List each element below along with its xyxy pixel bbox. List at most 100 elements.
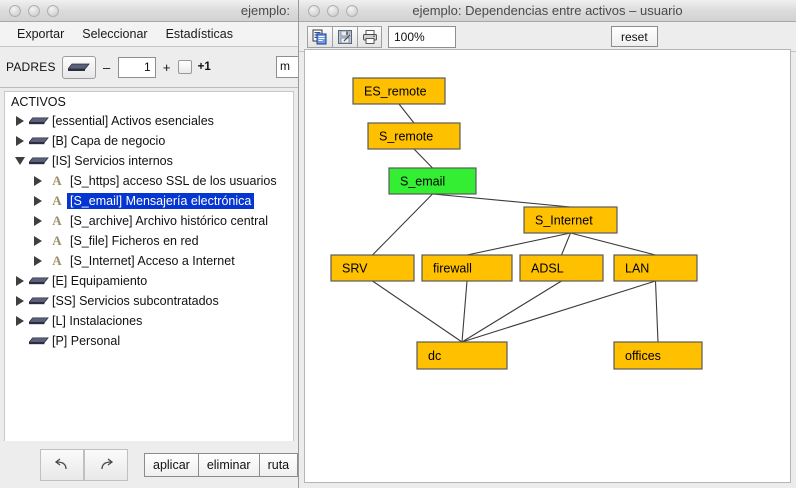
depth-increment-button[interactable]: + xyxy=(162,59,171,75)
tree-row[interactable]: [E] Equipamiento xyxy=(5,271,293,291)
tree-row-label: [S_file] Ficheros en red xyxy=(70,234,199,248)
copy-pages-icon xyxy=(312,29,327,44)
chevron-right-icon[interactable] xyxy=(11,276,28,286)
graph-toolbar: 100% reset xyxy=(299,22,796,52)
graph-node[interactable]: S_remote xyxy=(367,122,461,150)
right-window-titlebar: ejemplo: Dependencias entre activos – us… xyxy=(299,0,796,22)
chevron-right-icon[interactable] xyxy=(29,256,46,266)
zoom-icon[interactable] xyxy=(47,4,59,17)
graph-node-box[interactable] xyxy=(421,254,513,282)
asset-a-icon: A xyxy=(52,253,62,268)
close-icon[interactable] xyxy=(308,4,320,17)
right-window-title: ejemplo: Dependencias entre activos – us… xyxy=(412,3,683,18)
left-window-traffic-lights[interactable] xyxy=(0,4,59,17)
chevron-down-icon[interactable] xyxy=(11,157,28,165)
save-floppy-icon xyxy=(338,29,352,44)
graph-node[interactable]: ES_remote xyxy=(352,77,446,105)
zoom-level-input[interactable]: 100% xyxy=(388,25,456,48)
asset-slab-icon xyxy=(29,277,49,285)
asset-slab-icon xyxy=(28,116,50,126)
assets-window: ejemplo: Exportar Seleccionar Estadístic… xyxy=(0,0,299,488)
asset-slab-icon-button[interactable] xyxy=(61,55,96,79)
graph-edge xyxy=(570,232,656,256)
redo-button[interactable] xyxy=(84,448,128,481)
tree-row[interactable]: A[S_file] Ficheros en red xyxy=(5,231,293,251)
depth-decrement-button[interactable]: – xyxy=(103,59,111,75)
graph-node-box[interactable] xyxy=(613,254,698,282)
chevron-right-icon[interactable] xyxy=(29,216,46,226)
assets-tree[interactable]: [essential] Activos esenciales [B] Capa d… xyxy=(5,111,293,351)
tree-row[interactable]: A[S_archive] Archivo histórico central xyxy=(5,211,293,231)
tree-row-label: [S_https] acceso SSL de los usuarios xyxy=(70,174,277,188)
tree-row[interactable]: [essential] Activos esenciales xyxy=(5,111,293,131)
graph-node[interactable]: S_Internet xyxy=(523,206,618,234)
graph-node-box[interactable] xyxy=(613,341,703,370)
tree-row[interactable]: [SS] Servicios subcontratados xyxy=(5,291,293,311)
tree-row[interactable]: A [S_Internet] Acceso a Internet xyxy=(5,251,293,271)
tree-row-label: [essential] Activos esenciales xyxy=(52,114,214,128)
tree-row-label: [S_Internet] Acceso a Internet xyxy=(70,254,235,268)
graph-edge xyxy=(372,280,463,343)
print-button[interactable] xyxy=(357,25,382,48)
graph-node[interactable]: SRV xyxy=(330,254,415,282)
graph-node[interactable]: S_email xyxy=(388,167,477,195)
tree-row[interactable]: [B] Capa de negocio xyxy=(5,131,293,151)
save-button[interactable] xyxy=(332,25,357,48)
chevron-right-icon[interactable] xyxy=(29,196,46,206)
depth-input[interactable]: 1 xyxy=(117,56,156,78)
chevron-right-icon[interactable] xyxy=(11,316,28,326)
chevron-right-icon[interactable] xyxy=(11,136,28,146)
minimize-icon[interactable] xyxy=(28,4,40,17)
graph-node-box[interactable] xyxy=(352,77,446,105)
graph-edge xyxy=(372,193,433,256)
ruta-button[interactable]: ruta xyxy=(258,452,298,477)
zoom-icon[interactable] xyxy=(346,4,358,17)
clipped-mode-field[interactable]: m xyxy=(276,56,298,78)
minimize-icon[interactable] xyxy=(327,4,339,17)
graph-node-box[interactable] xyxy=(330,254,415,282)
tree-row-label: [B] Capa de negocio xyxy=(52,134,166,148)
menu-seleccionar[interactable]: Seleccionar xyxy=(82,27,148,41)
asset-a-icon: A xyxy=(52,173,62,188)
copy-button[interactable] xyxy=(307,25,332,48)
graph-node-box[interactable] xyxy=(416,341,508,370)
graph-node-box[interactable] xyxy=(388,167,477,195)
asset-slab-icon xyxy=(29,137,49,145)
graph-node[interactable]: ADSL xyxy=(519,254,604,282)
tree-row[interactable]: [IS] Servicios internos xyxy=(5,151,293,171)
undo-icon xyxy=(54,457,67,469)
chevron-right-icon[interactable] xyxy=(11,296,28,306)
graph-node-label: dc xyxy=(428,349,441,363)
graph-node[interactable]: LAN xyxy=(613,254,698,282)
aplicar-button[interactable]: aplicar xyxy=(144,452,198,477)
reset-button[interactable]: reset xyxy=(611,26,658,47)
chevron-right-icon[interactable] xyxy=(11,116,28,126)
graph-node[interactable]: firewall xyxy=(421,254,513,282)
graph-node-label: firewall xyxy=(433,261,472,275)
undo-button[interactable] xyxy=(40,448,84,481)
right-window-traffic-lights[interactable] xyxy=(299,4,358,17)
graph-node-box[interactable] xyxy=(367,122,461,150)
plus-one-label: +1 xyxy=(197,61,211,73)
eliminar-button[interactable]: eliminar xyxy=(197,452,259,477)
assets-tree-panel[interactable]: ACTIVOS [essential] Activos esenciales[B… xyxy=(4,91,294,449)
close-icon[interactable] xyxy=(9,4,21,17)
plus-one-checkbox[interactable] xyxy=(177,60,192,74)
tree-row[interactable]: A[S_email] Mensajería electrónica xyxy=(5,191,293,211)
menu-estadisticas[interactable]: Estadísticas xyxy=(165,27,233,41)
tree-row[interactable]: A [S_https] acceso SSL de los usuarios xyxy=(5,171,293,191)
chevron-right-icon[interactable] xyxy=(29,236,46,246)
chevron-right-icon[interactable] xyxy=(29,176,46,186)
graph-node-box[interactable] xyxy=(519,254,604,282)
asset-slab-icon xyxy=(28,296,50,306)
graph-node[interactable]: dc xyxy=(416,341,508,370)
graph-node-box[interactable] xyxy=(523,206,618,234)
menu-exportar[interactable]: Exportar xyxy=(17,27,65,41)
tree-row[interactable]: [P] Personal xyxy=(5,331,293,351)
graph-node[interactable]: offices xyxy=(613,341,703,370)
tree-row[interactable]: [L] Instalaciones xyxy=(5,311,293,331)
graph-node-label: LAN xyxy=(625,261,649,275)
